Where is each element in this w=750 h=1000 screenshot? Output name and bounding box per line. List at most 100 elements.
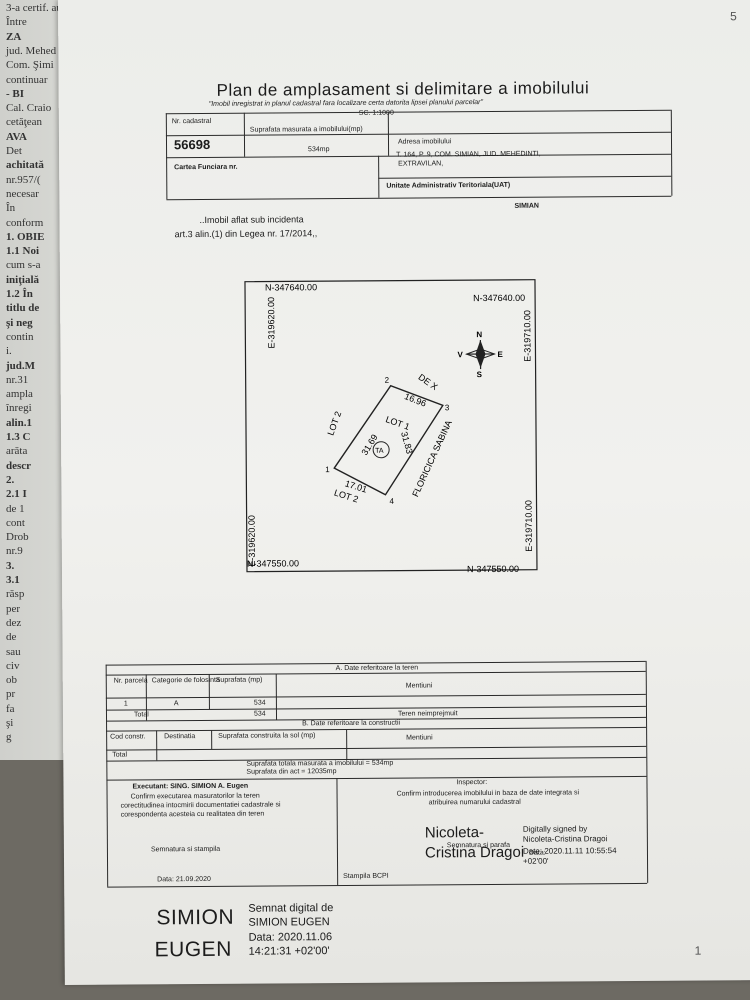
page-mark-bottom: 1 <box>694 943 702 958</box>
underlying-text-line: ampla <box>6 388 33 401</box>
distance-top: 16.96 <box>403 391 428 409</box>
underlying-text-line: titlu de <box>6 302 40 315</box>
underlying-text-line: nr.9 <box>6 545 23 558</box>
bottom-signature-det-1: Semnat digital de <box>248 902 334 915</box>
underlying-text-line: per <box>6 602 21 615</box>
bottom-signature-det-4: 14:21:31 +02'00' <box>248 945 330 958</box>
underlying-text-line: În <box>6 202 16 215</box>
inspector-signature-name-2: Cristina Dragoi <box>424 843 525 862</box>
bottom-signature-det-3: Data: 2020.11.06 <box>248 931 333 944</box>
underlying-text-line: Cal. Craio <box>6 102 52 115</box>
underlying-text-line: cum s-a <box>6 259 41 272</box>
inspector-text-2: atribuirea numarului cadastral <box>428 798 521 807</box>
table-b-suprafata-act: Suprafata din act = 12035mp <box>246 768 337 776</box>
underlying-text-line: jud. Mehed <box>6 44 57 57</box>
underlying-text-line: nr.957/( <box>6 173 41 186</box>
underlying-text-line: conform <box>6 216 44 229</box>
table-b-header-destinatia: Destinatia <box>164 733 196 741</box>
table-b-header-mentiuni: Mentiuni <box>406 734 433 742</box>
underlying-text-line: civ <box>6 659 20 672</box>
underlying-text-line: 1.3 C <box>6 431 31 443</box>
document-sheet: Plan de amplasament si delimitare a imob… <box>58 0 750 985</box>
executant-data: Data: 21.09.2020 <box>157 875 211 884</box>
table-a-total-note: Teren neimprejmuit <box>397 710 458 718</box>
table-b-total-label: Total <box>112 751 128 759</box>
underlying-text-line: necesar <box>6 187 39 200</box>
underlying-text-line: 2. <box>6 473 15 486</box>
executant-text-3: corespondenta acesteia cu realitatea din… <box>120 810 265 819</box>
table-a-row-categorie: A <box>173 700 179 708</box>
underlying-text-line: nr.31 <box>6 373 29 386</box>
table-a-total-value: 534 <box>253 710 266 718</box>
underlying-text-line: 1.1 Noi <box>6 245 39 258</box>
underlying-text-line: arăta <box>6 445 28 458</box>
point-1: 1 <box>325 465 330 474</box>
underlying-text-line: Între <box>6 16 27 29</box>
underlying-text-line: 2.1 I <box>6 488 27 501</box>
table-a-title: A. Date referitoare la teren <box>335 664 419 673</box>
table-a-total-label: Total <box>133 711 149 719</box>
coord-top-right: N-347640.00 <box>473 293 525 303</box>
compass-icon: N S V E <box>457 330 503 379</box>
underlying-text-line: contin <box>6 330 34 343</box>
point-3: 3 <box>445 403 450 412</box>
table-b-suprafata-totala: Suprafata totala masurata a imobilului =… <box>246 759 394 768</box>
underlying-text-line: 1.2 În <box>6 288 33 300</box>
table-a-header-mentiuni: Mentiuni <box>405 682 433 690</box>
underlying-text-line: ZA <box>6 30 22 43</box>
neighbor-left: LOT 2 <box>326 410 344 437</box>
underlying-text-line: răsp <box>6 588 25 601</box>
underlying-text-line: iniţială <box>6 273 40 286</box>
table-a-header-suprafata: Suprafata (mp) <box>215 676 263 684</box>
page-mark-top: 5 <box>730 9 737 24</box>
coord-right-top: E-319710.00 <box>522 310 532 362</box>
executant-text-1: Confirm executarea masuratorilor la tere… <box>130 792 260 801</box>
category-circle <box>372 441 390 459</box>
underlying-text-line: alin.1 <box>6 416 32 429</box>
parcel-label: LOT 1 <box>384 414 411 432</box>
parcel-polygon <box>333 384 444 496</box>
compass-s: S <box>477 370 483 379</box>
site-plan: N-347640.00 N-347640.00 N-347550.00 N-34… <box>244 279 538 574</box>
underlying-text-line: de <box>6 631 17 644</box>
executant-semnatura: Semnatura si stampila <box>150 845 221 854</box>
underlying-text-line: sau <box>6 645 21 658</box>
stampila-bcpi: Stampila BCPI <box>343 872 389 881</box>
point-4: 4 <box>389 497 394 506</box>
table-b-title: B. Date referitoare la constructii <box>302 719 401 728</box>
table-b-header-cod: Cod constr. <box>110 733 146 741</box>
table-b-header-suprafata: Suprafata construita la sol (mp) <box>218 732 316 740</box>
digital-sig-line-1: Digitally signed by <box>522 824 588 834</box>
neighbor-right: FLORICICA SABINA <box>410 419 454 499</box>
bottom-signature-name-2: EUGEN <box>154 937 232 962</box>
executant-name: Executant: SING. SIMION A. Eugen <box>132 782 249 791</box>
digital-sig-line-3: Date: 2020.11.11 10:55:54 <box>522 846 617 856</box>
plan-frame <box>244 279 538 573</box>
underlying-text-line: 1. OBIE <box>6 230 45 243</box>
underlying-text-line: cetăţean <box>6 116 43 129</box>
inspector-label: Inspector: <box>456 779 488 787</box>
coord-left-bottom: E-319620.00 <box>247 515 257 567</box>
digital-sig-line-2: Nicoleta-Cristina Dragoi <box>522 834 608 844</box>
coord-right-bottom: E-319710.00 <box>524 500 534 552</box>
compass-n: N <box>476 330 482 339</box>
underlying-text-line: şi neg <box>6 316 33 329</box>
point-2: 2 <box>385 376 390 385</box>
coord-top-left: N-347640.00 <box>265 282 317 292</box>
coord-bottom-right: N-347550.00 <box>467 564 519 574</box>
underlying-text-line: 3. <box>6 559 15 572</box>
digital-sig-line-4: +02'00' <box>522 856 549 866</box>
underlying-text-line: de 1 <box>6 502 25 515</box>
table-a-row-suprafata: 534 <box>253 699 266 707</box>
table-a-header-categorie: Categorie de folosinta <box>151 676 220 685</box>
underlying-text-line: g <box>6 731 12 744</box>
underlying-text-line: jud.M <box>6 359 36 372</box>
underlying-text-line: continuar <box>6 73 48 86</box>
underlying-text-line: descr <box>6 459 32 472</box>
compass-v: V <box>457 350 463 359</box>
underlying-text-line: şi <box>6 717 14 729</box>
distance-right: 31.83 <box>399 430 415 454</box>
underlying-text-line: dez <box>6 616 22 629</box>
underlying-text-line: Det <box>6 145 22 157</box>
category-label: TA <box>375 448 384 455</box>
